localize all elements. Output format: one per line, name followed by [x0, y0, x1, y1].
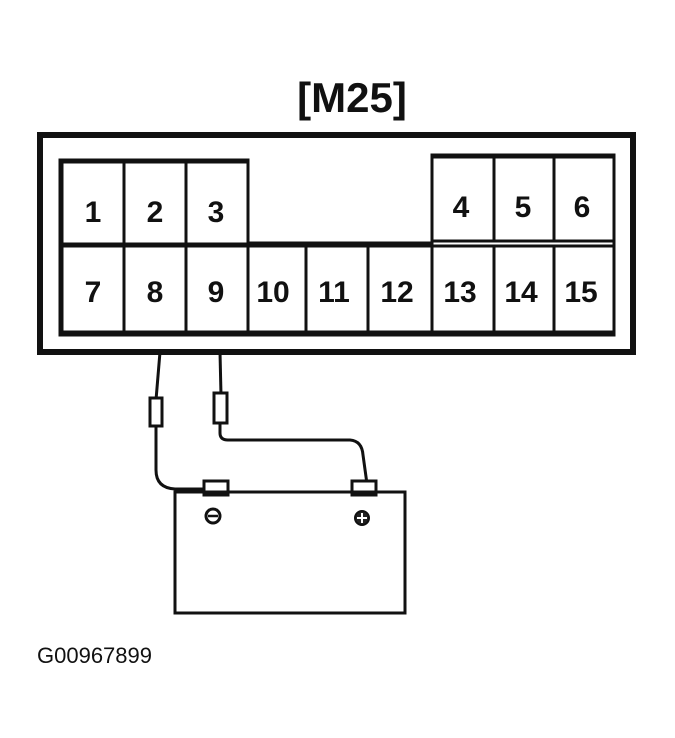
pin-label-14: 14 [504, 276, 538, 309]
pin-cells-top-right [430, 155, 616, 243]
pin-cells-bottom-row [60, 244, 616, 334]
pin-label-15: 15 [564, 276, 597, 309]
pin-label-10: 10 [256, 276, 289, 309]
pin-label-12: 12 [380, 276, 413, 309]
pin-label-11: 11 [318, 276, 350, 309]
pin-label-5: 5 [515, 191, 532, 224]
battery-negative-terminal-icon [204, 507, 222, 525]
pin-label-6: 6 [574, 191, 591, 224]
test-lead-negative [148, 351, 205, 491]
connector-label: [M25] [297, 74, 407, 121]
battery-positive-terminal-icon [354, 510, 370, 526]
pin-cells-top-left [60, 160, 250, 246]
pin-label-2: 2 [147, 196, 164, 229]
pin-label-3: 3 [208, 196, 225, 229]
pin-label-13: 13 [443, 276, 476, 309]
test-lead-positive [212, 351, 369, 485]
figure-code: G00967899 [37, 643, 152, 668]
battery [173, 479, 407, 615]
pin-label-7: 7 [85, 276, 102, 309]
pin-label-9: 9 [208, 276, 225, 309]
pin-label-4: 4 [453, 191, 470, 224]
pin-label-8: 8 [147, 276, 164, 309]
pin-label-1: 1 [85, 196, 102, 229]
